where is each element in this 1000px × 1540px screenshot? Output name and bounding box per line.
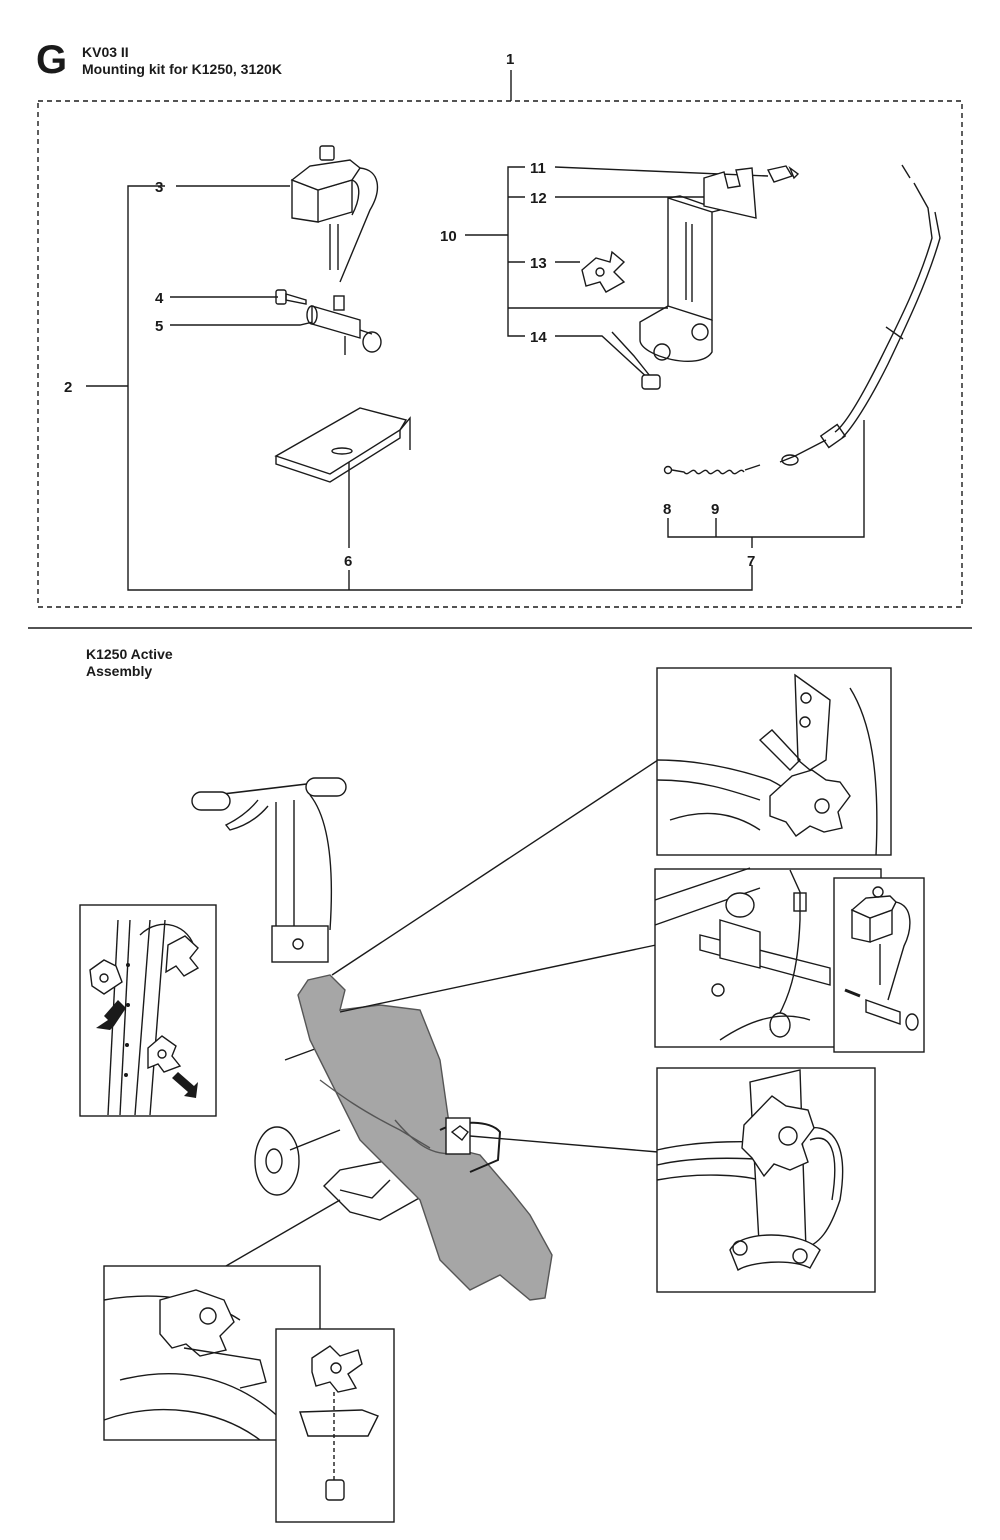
bracket-2	[86, 185, 753, 591]
callout-5: 5	[155, 318, 163, 335]
detail-inset-cable-holder	[833, 877, 925, 1053]
callout-3: 3	[155, 179, 163, 196]
callout-13: 13	[530, 255, 547, 272]
callout-7: 7	[747, 553, 755, 570]
kit-code: KV03 II	[82, 44, 129, 60]
saw-cart-assembly	[191, 759, 659, 1301]
callout-10: 10	[440, 228, 457, 245]
callout-9: 9	[711, 501, 719, 518]
callout-14: 14	[530, 329, 547, 346]
detail-inset-left	[79, 904, 217, 1117]
callout-4: 4	[155, 290, 164, 307]
throttle-cable-part-7	[663, 164, 941, 475]
assembly-title: K1250 Active	[86, 646, 173, 662]
callout-6: 6	[344, 553, 352, 570]
callout-1: 1	[506, 51, 514, 68]
callout-labels: 1 2 3 4 5 6 7 8 9 10 11 12 13 14	[64, 51, 755, 570]
cable-holder-part-3	[290, 145, 379, 283]
kit-title: Mounting kit for K1250, 3120K	[82, 61, 282, 77]
assembly-subtitle: Assembly	[86, 663, 153, 679]
callout-2: 2	[64, 379, 72, 396]
detail-inset-bottom-middle	[275, 1328, 395, 1523]
detail-inset-lower-right	[656, 1067, 876, 1293]
callout-12: 12	[530, 190, 547, 207]
bracket-7	[667, 420, 865, 548]
detail-inset-top-right	[656, 667, 892, 856]
callout-11: 11	[530, 160, 546, 177]
plate-part-6	[274, 407, 411, 483]
mount-bracket-part-10	[581, 165, 800, 390]
kit-boundary	[37, 100, 963, 608]
pin-part-5	[306, 295, 382, 355]
section-letter: G	[36, 38, 68, 82]
screw-part-4	[275, 289, 307, 305]
saw-body	[297, 974, 553, 1301]
callout-8: 8	[663, 501, 671, 518]
